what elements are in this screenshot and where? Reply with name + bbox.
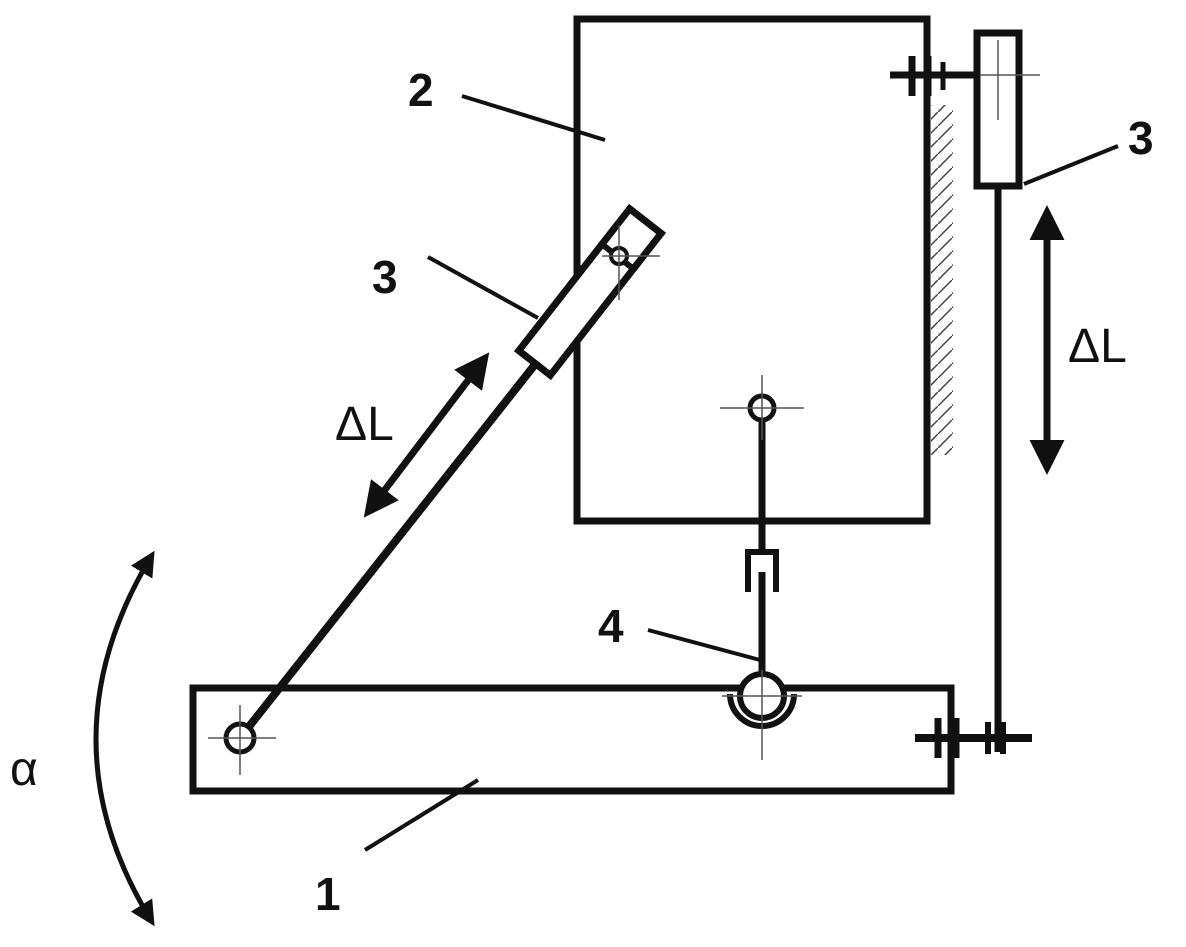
symbol-delta-l-vertical: ΔL [1068, 320, 1127, 373]
support-rod-sleeve [745, 549, 779, 592]
delta-l-diagonal-arrow [363, 352, 490, 518]
symbol-delta-l-diagonal: ΔL [335, 398, 394, 451]
leader-line-4 [647, 628, 761, 662]
label-1: 1 [315, 868, 341, 920]
label-3-diagonal: 3 [372, 251, 398, 303]
label-4: 4 [598, 600, 624, 652]
top-right-joint [890, 56, 980, 96]
leader-line-1 [363, 778, 480, 852]
diagonal-actuator [236, 203, 667, 741]
ball-joint [722, 670, 802, 760]
diagonal-actuator-cylinder [513, 203, 667, 381]
leader-line-2 [461, 94, 606, 142]
label-2: 2 [408, 64, 434, 116]
label-3-vertical: 3 [1128, 112, 1154, 164]
alpha-rotation-arrow [93, 550, 155, 927]
vertical-actuator [940, 29, 1040, 752]
diagonal-actuator-rod [236, 345, 552, 741]
platform-body [573, 15, 931, 525]
support-rod [720, 375, 804, 690]
bottom-right-joint [915, 718, 1032, 758]
leader-line-3-vertical [1023, 144, 1119, 186]
base-beam [189, 684, 955, 795]
leader-line-3-diagonal [427, 255, 539, 320]
guide-hatching [931, 105, 953, 455]
symbol-alpha: α [10, 743, 38, 796]
